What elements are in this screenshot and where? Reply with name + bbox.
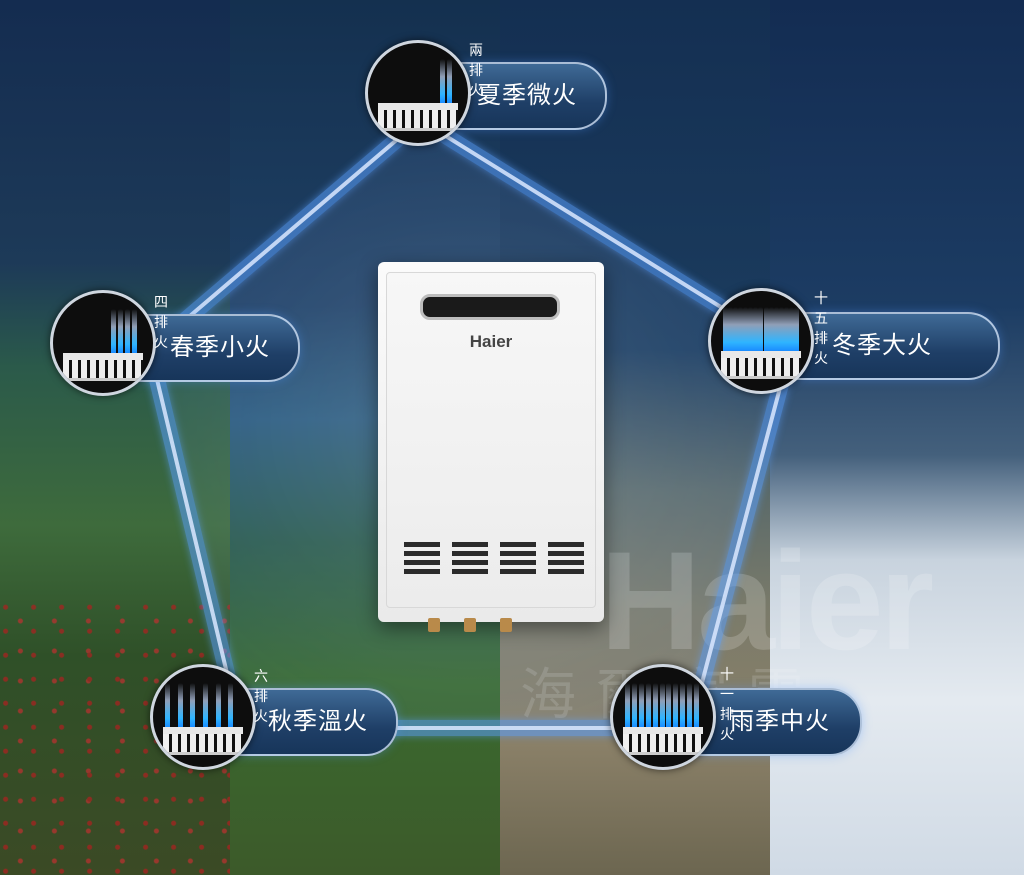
flame-mark <box>680 683 686 727</box>
flame-mark <box>687 683 693 727</box>
mode-tag: 四排火 <box>154 295 168 351</box>
flame-burner-icon <box>708 288 814 394</box>
flame-mark <box>673 683 679 727</box>
flame-mark <box>190 683 196 727</box>
mode-label: 秋季溫火 <box>268 707 368 735</box>
flame-mark <box>728 307 734 351</box>
flame-mark <box>733 307 739 351</box>
flame-mark <box>625 683 630 727</box>
flame-mark <box>118 309 123 353</box>
mode-label: 雨季中火 <box>730 707 830 735</box>
flame-mark <box>111 309 116 353</box>
flame-mark <box>773 307 779 351</box>
flame-burner-icon <box>610 664 716 770</box>
flame-mark <box>132 309 137 353</box>
flame-mark <box>788 307 794 351</box>
flame-mark <box>748 307 754 351</box>
flame-mark <box>215 683 221 727</box>
flame-rows <box>163 677 243 727</box>
display-window <box>420 294 560 320</box>
flame-rows <box>63 303 143 353</box>
flame-rows <box>623 677 703 727</box>
flame-mark <box>447 59 452 103</box>
mode-label: 夏季微火 <box>477 81 577 109</box>
flame-mark <box>694 683 700 727</box>
pipe-connector <box>428 618 440 632</box>
flame-burner-icon <box>150 664 256 770</box>
flame-mark <box>125 309 130 353</box>
flame-mark <box>743 307 749 351</box>
flame-burner-icon <box>50 290 156 396</box>
flame-mark <box>645 683 651 727</box>
flame-mark <box>659 683 665 727</box>
flame-mark <box>203 683 208 727</box>
flame-mark <box>778 307 784 351</box>
flame-mark <box>177 683 183 727</box>
brand-logo: Haier <box>469 332 513 351</box>
flame-mark <box>228 683 234 727</box>
flame-mark <box>723 307 728 351</box>
mode-label: 春季小火 <box>170 333 270 361</box>
flame-rows <box>721 301 801 351</box>
flame-mark <box>753 307 759 351</box>
flame-mark <box>440 59 445 103</box>
pipe-connector <box>500 618 512 632</box>
flame-mark <box>758 307 764 351</box>
mode-tag: 十五排火 <box>814 291 828 367</box>
air-vents <box>404 542 584 578</box>
pipe-connector <box>464 618 476 632</box>
flame-mark <box>793 307 799 351</box>
flame-mark <box>783 307 789 351</box>
flame-mark <box>631 683 637 727</box>
flame-mark <box>763 307 769 351</box>
flame-mark <box>768 307 774 351</box>
flame-mark <box>165 683 170 727</box>
mode-label: 冬季大火 <box>832 331 932 359</box>
mode-tag: 十一排火 <box>720 667 734 743</box>
flame-mark <box>738 307 744 351</box>
flame-burner-icon <box>365 40 471 146</box>
flame-mark <box>666 683 672 727</box>
mode-tag: 兩排火 <box>469 43 483 99</box>
mode-tag: 六排火 <box>254 669 268 725</box>
flame-rows <box>378 53 458 103</box>
flame-mark <box>652 683 658 727</box>
water-heater: Haier <box>378 262 604 632</box>
flame-mark <box>638 683 644 727</box>
